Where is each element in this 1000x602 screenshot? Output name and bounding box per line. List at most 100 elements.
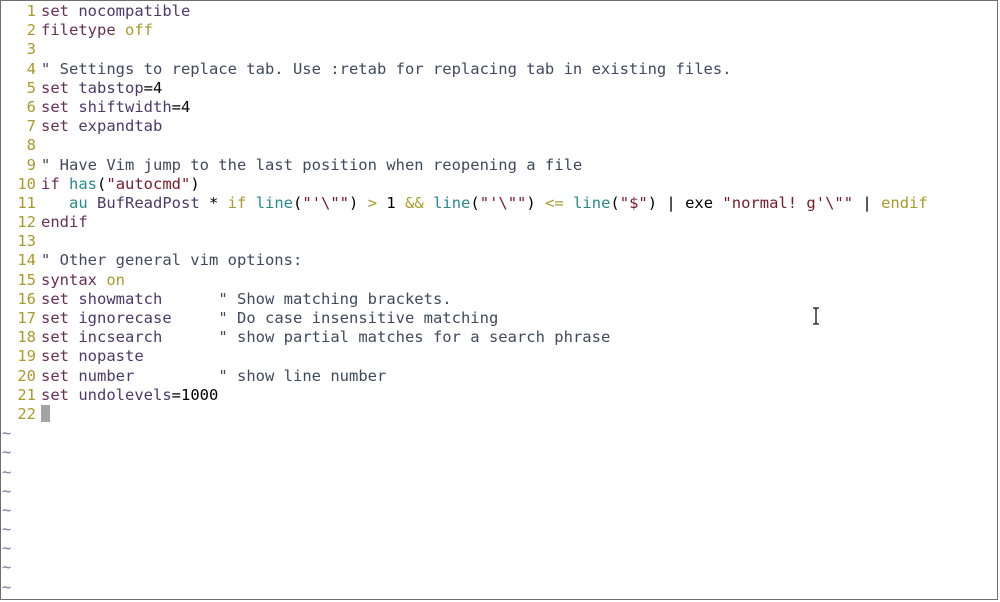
code-token: ) bbox=[349, 193, 368, 212]
code-token: set bbox=[41, 347, 69, 366]
line-number: 7 bbox=[26, 117, 36, 136]
code-token bbox=[69, 328, 78, 346]
code-token: undolevels bbox=[78, 385, 172, 404]
line-number: 14 bbox=[17, 251, 36, 270]
line-text: set nocompatible bbox=[41, 2, 190, 20]
code-token: set bbox=[41, 366, 69, 385]
code-token bbox=[69, 98, 78, 116]
line-number: 10 bbox=[17, 174, 36, 193]
code-line[interactable]: 9 " Have Vim jump to the last position wh… bbox=[1, 156, 997, 175]
code-token: ( bbox=[293, 193, 303, 212]
text-cursor bbox=[41, 404, 50, 422]
code-token: set bbox=[41, 117, 69, 136]
code-line[interactable]: 11 au BufReadPost * if line("'\"") > 1 &… bbox=[1, 194, 997, 213]
code-token: set bbox=[41, 2, 69, 20]
code-line[interactable]: 4 " Settings to replace tab. Use :retab f… bbox=[1, 60, 997, 79]
line-text: set tabstop=4 bbox=[41, 79, 162, 97]
code-token: endif bbox=[881, 193, 928, 212]
line-number: 9 bbox=[26, 155, 36, 174]
code-token bbox=[162, 328, 218, 346]
line-text: endif bbox=[41, 213, 88, 231]
code-token: " Settings to replace tab. Use :retab fo… bbox=[41, 59, 732, 78]
code-token: "'\"" bbox=[302, 193, 350, 212]
code-line[interactable]: 3 bbox=[1, 40, 997, 59]
code-token: "$" bbox=[619, 193, 648, 212]
code-token: nopaste bbox=[78, 347, 144, 366]
code-token: line bbox=[255, 193, 294, 212]
line-text: " Other general vim options: bbox=[41, 251, 302, 269]
code-token bbox=[69, 117, 78, 135]
line-text: set ignorecase " Do case insensitive mat… bbox=[41, 309, 498, 327]
code-line[interactable]: 14 " Other general vim options: bbox=[1, 251, 997, 270]
line-text: au BufReadPost * if line("'\"") > 1 && l… bbox=[41, 194, 928, 212]
line-text: if has("autocmd") bbox=[41, 175, 200, 193]
code-token bbox=[172, 309, 219, 327]
line-number: 4 bbox=[26, 59, 36, 78]
code-token bbox=[69, 290, 78, 308]
code-token: "normal! g'\"" bbox=[722, 193, 854, 212]
code-token: "'\"" bbox=[479, 193, 527, 212]
empty-line-tilde: ~ bbox=[2, 462, 12, 481]
code-token: ignorecase bbox=[78, 309, 172, 327]
code-token bbox=[424, 194, 433, 212]
line-text bbox=[41, 404, 50, 423]
code-line[interactable]: 1 set nocompatible bbox=[1, 2, 997, 21]
empty-line-markers: ~~~~~~~~~ bbox=[1, 424, 997, 597]
code-token bbox=[60, 175, 69, 193]
line-text: syntax on bbox=[41, 271, 125, 289]
line-number: 11 bbox=[17, 193, 36, 212]
code-token: on bbox=[106, 270, 126, 289]
code-token: set bbox=[41, 385, 69, 404]
code-token: <= bbox=[545, 193, 564, 212]
code-token: "autocmd" bbox=[106, 174, 191, 193]
code-token: shiftwidth bbox=[78, 97, 172, 116]
code-token bbox=[162, 290, 218, 308]
code-token: showmatch bbox=[78, 289, 163, 308]
code-token: off bbox=[125, 21, 153, 40]
code-token: line bbox=[433, 193, 471, 212]
code-line[interactable]: 8 bbox=[1, 136, 997, 155]
code-token: endif bbox=[41, 213, 88, 232]
line-text: set number " show line number bbox=[41, 367, 386, 385]
code-token: nocompatible bbox=[78, 2, 191, 20]
code-token: =4 bbox=[171, 97, 191, 116]
code-token bbox=[41, 194, 69, 212]
code-token: set bbox=[41, 289, 69, 308]
line-number: 2 bbox=[26, 21, 36, 40]
code-line[interactable]: 13 bbox=[1, 232, 997, 251]
code-line[interactable]: 10 if has("autocmd") bbox=[1, 175, 997, 194]
code-token: set bbox=[41, 328, 69, 347]
code-token: 1 bbox=[377, 193, 406, 212]
line-text: set incsearch " show partial matches for… bbox=[41, 328, 610, 346]
code-token: && bbox=[405, 193, 424, 212]
code-token: =1000 bbox=[171, 385, 219, 404]
line-number: 1 bbox=[26, 2, 36, 20]
empty-line-tilde: ~ bbox=[2, 577, 12, 596]
code-token bbox=[116, 21, 125, 39]
code-token: =4 bbox=[143, 78, 163, 97]
code-token bbox=[69, 2, 78, 20]
code-token: incsearch bbox=[78, 328, 163, 347]
line-number: 3 bbox=[26, 40, 36, 59]
line-number: 20 bbox=[17, 366, 36, 385]
empty-line-tilde: ~ bbox=[2, 500, 12, 519]
code-line[interactable]: 20 set number " show line number bbox=[1, 367, 997, 386]
empty-line-tilde: ~ bbox=[2, 481, 12, 500]
code-token: tabstop bbox=[78, 78, 144, 97]
line-text: " Have Vim jump to the last position whe… bbox=[41, 156, 582, 174]
code-token: ( bbox=[470, 193, 480, 212]
code-line[interactable]: 22 bbox=[1, 404, 997, 424]
